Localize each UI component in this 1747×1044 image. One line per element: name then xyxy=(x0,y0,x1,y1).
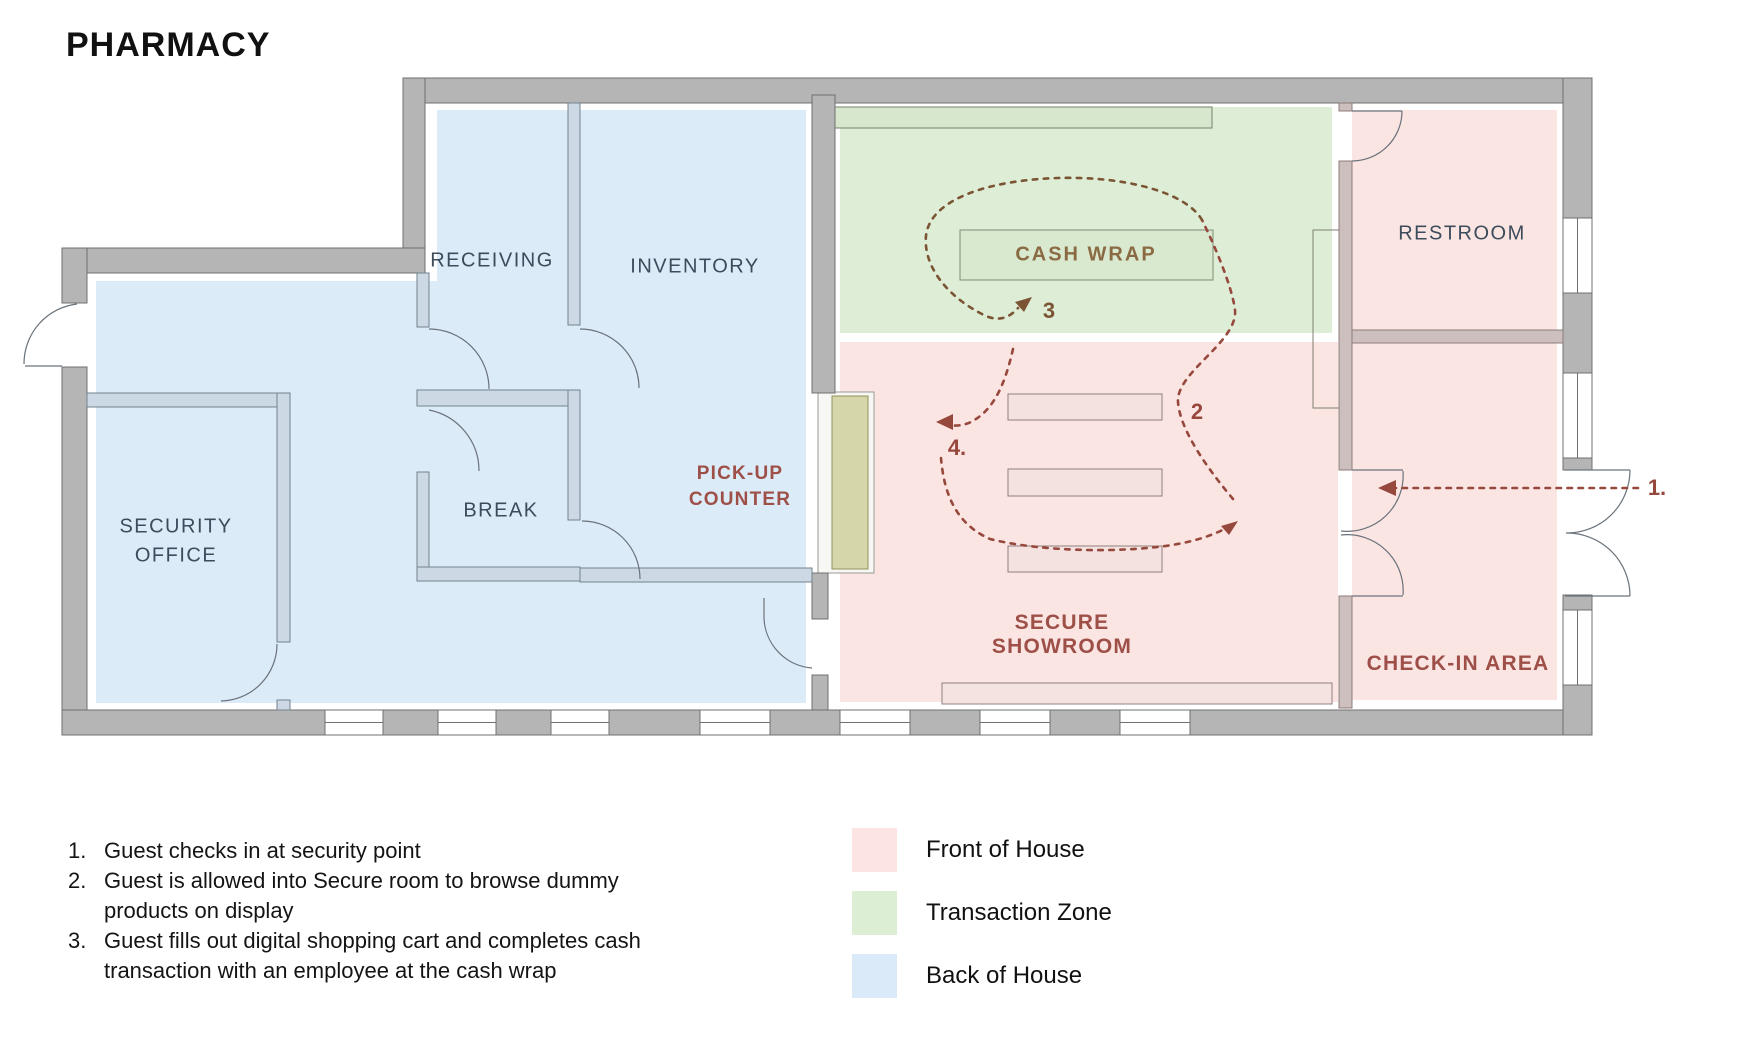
bottom-display-fixture xyxy=(941,682,1333,705)
pickup-exit-door xyxy=(763,598,813,669)
front-of-house-entry-zone xyxy=(1352,110,1557,700)
fixtures xyxy=(817,106,1340,705)
floorplan-drawing xyxy=(23,77,1640,736)
room-label-showroom-line2: SHOWROOM xyxy=(991,635,1133,658)
note-number: 1. xyxy=(68,838,87,863)
room-label-pickup-line2: COUNTER xyxy=(688,489,792,510)
display-shelf-3 xyxy=(1007,545,1163,573)
main-entrance-double-door xyxy=(1565,469,1631,597)
interior-walls-back xyxy=(86,102,813,711)
browse-route-arrowhead xyxy=(1221,521,1238,535)
cash-wrap-counter xyxy=(959,229,1214,281)
note-item-3: 3. Guest fills out digital shopping cart… xyxy=(68,926,641,986)
bottom-wall-windows xyxy=(324,709,1191,736)
legend-label: Back of House xyxy=(926,962,1083,989)
security-office-door xyxy=(220,643,278,702)
room-label-showroom-line1: SECURE xyxy=(1014,611,1110,634)
break-room-door xyxy=(428,409,480,472)
doors xyxy=(23,110,1631,702)
pickup-counter-fixture xyxy=(831,395,869,570)
showroom-double-door xyxy=(1340,469,1404,597)
right-wall-windows xyxy=(1562,217,1593,686)
room-label-cash-wrap: CASH WRAP xyxy=(1015,243,1157,266)
legend-row-transaction-zone: Transaction Zone xyxy=(852,891,1112,935)
note-text: Guest fills out digital shopping cart an… xyxy=(104,928,641,983)
route-marker-2: 2 xyxy=(1190,399,1204,424)
legend-swatch-back-of-house xyxy=(852,954,897,998)
note-number: 2. xyxy=(68,868,87,893)
restroom-door xyxy=(1351,110,1403,162)
legend-row-front-of-house: Front of House xyxy=(852,828,1112,872)
note-item-1: 1. Guest checks in at security point xyxy=(68,836,641,866)
transaction-zone xyxy=(840,107,1332,333)
route-3-loop-path xyxy=(924,176,1204,320)
route-4-path xyxy=(944,347,1015,427)
room-label-receiving: RECEIVING xyxy=(430,249,554,272)
page-title: PHARMACY xyxy=(66,26,271,64)
note-text: Guest checks in at security point xyxy=(104,838,421,863)
display-shelf-2 xyxy=(1007,468,1163,497)
route-4-arrowhead xyxy=(936,414,953,430)
exterior-walls xyxy=(61,77,1593,736)
room-label-restroom: RESTROOM xyxy=(1398,222,1526,245)
corridor-door xyxy=(581,520,641,580)
route-marker-4: 4. xyxy=(947,435,967,460)
room-label-break: BREAK xyxy=(463,499,539,522)
entry-door xyxy=(23,303,78,367)
legend-label: Front of House xyxy=(926,836,1085,863)
room-label-pickup-line1: PICK-UP xyxy=(696,463,784,484)
note-text: Guest is allowed into Secure room to bro… xyxy=(104,868,619,923)
route-arrowheads xyxy=(936,297,1396,535)
receiving-door xyxy=(428,328,490,390)
zone-legend: Front of House Transaction Zone Back of … xyxy=(852,828,1112,1017)
route-marker-3: 3 xyxy=(1042,298,1056,323)
windows xyxy=(324,217,1593,736)
note-number: 3. xyxy=(68,928,87,953)
room-label-inventory: INVENTORY xyxy=(630,255,760,278)
flow-notes-list: 1. Guest checks in at security point 2. … xyxy=(68,836,641,986)
back-of-house-zone-lower xyxy=(96,281,806,703)
wall-shelf-fixture xyxy=(834,106,1213,129)
room-label-security-office-line1: SECURITY xyxy=(119,515,233,538)
room-label-checkin: CHECK-IN AREA xyxy=(1366,652,1550,675)
route-3-arrowhead xyxy=(1015,297,1032,312)
route-2-path xyxy=(1176,218,1237,501)
route-1-arrowhead xyxy=(1378,480,1396,496)
inventory-door xyxy=(579,328,640,389)
legend-label: Transaction Zone xyxy=(926,899,1112,926)
guest-flow-routes xyxy=(924,176,1640,552)
legend-swatch-front-of-house xyxy=(852,828,897,872)
legend-row-back-of-house: Back of House xyxy=(852,954,1112,998)
note-item-2: 2. Guest is allowed into Secure room to … xyxy=(68,866,641,926)
route-marker-1: 1. xyxy=(1647,475,1667,500)
room-label-security-office-line2: OFFICE xyxy=(134,544,218,567)
display-shelf-1 xyxy=(1007,393,1163,421)
legend-swatch-transaction-zone xyxy=(852,891,897,935)
interior-walls-front xyxy=(1338,102,1564,709)
zone-fills xyxy=(96,107,1557,703)
